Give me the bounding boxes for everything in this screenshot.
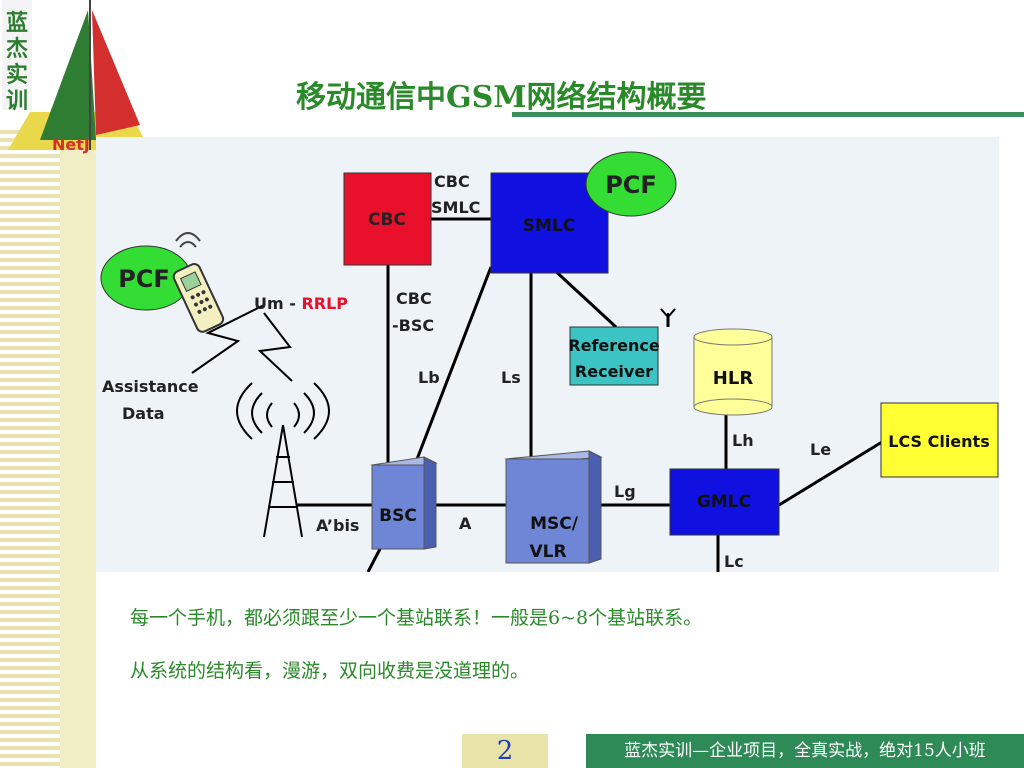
link-label-um: Um - RRLP — [254, 294, 348, 313]
link-label-cbc-bsc-2: -BSC — [392, 316, 434, 335]
link-label-lc: Lc — [724, 552, 744, 571]
page-title: 移动通信中GSM网络结构概要 — [296, 80, 707, 115]
reference-receiver-label-1: Reference — [568, 336, 660, 355]
svg-text:训: 训 — [6, 89, 28, 114]
msc-vlr-label-2: VLR — [529, 542, 566, 562]
link-label-rrlp: RRLP — [301, 294, 348, 313]
link-label-abis: A’bis — [316, 516, 359, 535]
lightning-bolt-icon — [191, 304, 265, 374]
hlr-label: HLR — [713, 368, 754, 389]
page-number: 2 — [462, 734, 548, 768]
link-label-a: A — [459, 514, 472, 533]
gsm-network-diagram: CBC SMLC PCF Reference Receiver HLR LCS … — [96, 137, 999, 573]
link-label-assistance-1: Assistance — [102, 377, 199, 396]
lcs-clients-node — [880, 402, 999, 478]
link-label-cbc-smlc-1: CBC — [434, 172, 470, 191]
link-label-assistance-2: Data — [122, 404, 165, 423]
gmlc-label: GMLC — [697, 492, 751, 512]
bsc-label: BSC — [379, 506, 417, 526]
logo-text: 蓝 — [6, 11, 28, 36]
hlr-node — [693, 328, 773, 416]
lightning-bolt-icon — [257, 312, 293, 382]
link-label-cbc-smlc-2: SMLC — [431, 198, 480, 217]
bsc-node — [370, 456, 438, 550]
body-text-line-1: 每一个手机，都必须跟至少一个基站联系！一般是6~8个基站联系。 — [130, 607, 703, 629]
base-station-tower-icon — [236, 382, 330, 538]
pcf-left-label: PCF — [118, 265, 170, 293]
mobile-phone-icon — [172, 263, 225, 333]
footer-banner: 蓝杰实训—企业项目，全真实战，绝对15人小班 — [586, 734, 1024, 768]
pcf-top-node — [585, 151, 677, 217]
msc-vlr-label-1: MSC/ — [530, 514, 579, 534]
antenna-icon — [660, 308, 676, 327]
pcf-top-label: PCF — [605, 171, 657, 199]
phone-signal-icon — [175, 232, 201, 248]
link-label-lg: Lg — [614, 482, 636, 501]
cbc-node — [343, 172, 432, 266]
netj-logo: 蓝 杰 实 训 NetJ — [2, 0, 150, 154]
cbc-node-label: CBC — [368, 210, 406, 230]
svg-text:实: 实 — [6, 62, 28, 88]
body-text-line-2: 从系统的结构看，漫游，双向收费是没道理的。 — [130, 660, 530, 682]
smlc-node-label: SMLC — [523, 216, 575, 236]
link-label-ls: Ls — [501, 368, 521, 387]
reference-receiver-node — [569, 326, 659, 386]
link-label-cbc-bsc-1: CBC — [396, 289, 432, 308]
svg-text:杰: 杰 — [6, 37, 28, 62]
msc-vlr-node — [504, 450, 603, 564]
lcs-clients-label: LCS Clients — [888, 432, 989, 451]
logo-brand: NetJ — [52, 135, 90, 154]
title-underline — [512, 112, 1024, 117]
left-stripe-decoration — [0, 130, 96, 768]
link-label-lb: Lb — [418, 368, 440, 387]
reference-receiver-label-2: Receiver — [575, 362, 653, 381]
link-label-lh: Lh — [732, 431, 754, 450]
gmlc-node — [669, 468, 780, 536]
link-label-le: Le — [810, 440, 831, 459]
